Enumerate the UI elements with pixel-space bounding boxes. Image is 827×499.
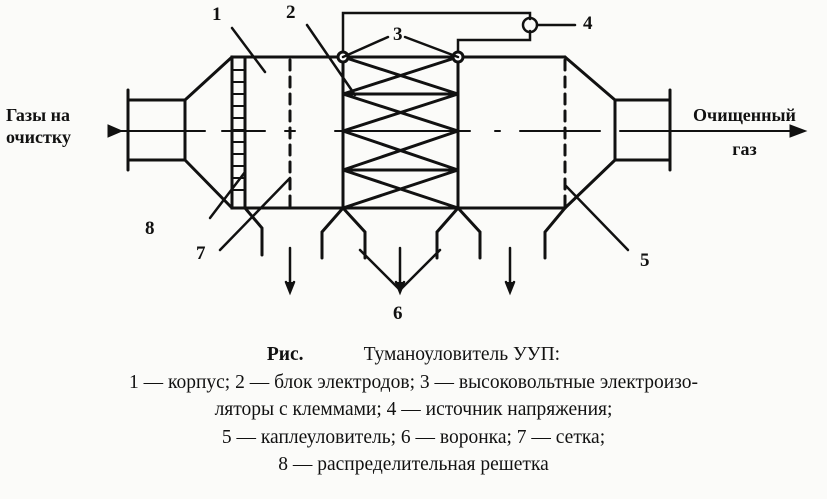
inlet-label-line1: Газы на bbox=[6, 105, 71, 125]
label-1: 1 bbox=[212, 4, 222, 25]
label-4: 4 bbox=[583, 13, 593, 34]
caption-line-3: 5 — каплеуловитель; 6 — воронка; 7 — сет… bbox=[221, 426, 606, 448]
outlet-pipe bbox=[563, 55, 672, 210]
inlet-label-line2: очистку bbox=[6, 127, 72, 147]
label-8: 8 bbox=[145, 218, 155, 239]
inlet-label: Газы на очистку bbox=[6, 104, 71, 148]
leader-lines bbox=[208, 23, 630, 292]
caption-line-4: 8 — распределительная решетка bbox=[278, 454, 549, 475]
wire bbox=[341, 11, 532, 54]
electrode-block bbox=[341, 55, 460, 210]
label-2: 2 bbox=[286, 2, 296, 23]
outlet-arrow-icon bbox=[789, 124, 808, 138]
caption-prefix: Рис. bbox=[266, 344, 304, 365]
outlet-label: Очищенный газ bbox=[682, 104, 807, 160]
caption-line-2: ляторы с клеммами; 4 — источник напряжен… bbox=[214, 399, 613, 420]
caption-title: Тумано­уловитель УУП: bbox=[363, 344, 561, 365]
mist-eliminator-diagram bbox=[107, 11, 808, 296]
caption-line-1: 1 — корпус; 2 — блок электродов; 3 — выс… bbox=[128, 371, 698, 393]
label-3: 3 bbox=[393, 24, 403, 45]
label-7: 7 bbox=[196, 243, 206, 264]
inlet-pipe bbox=[126, 55, 234, 210]
outlet-label-line2: газ bbox=[732, 139, 757, 159]
outlet-label-line1: Очищенный bbox=[693, 105, 796, 125]
inlet-arrow-icon bbox=[107, 124, 124, 138]
label-6: 6 bbox=[393, 303, 403, 324]
figure-caption: Рис. Тумано­уловитель УУП: 1 — корпус; 2 … bbox=[0, 341, 827, 479]
housing bbox=[230, 55, 567, 210]
label-5: 5 bbox=[640, 250, 650, 271]
drain-arrows bbox=[284, 246, 516, 296]
distribution-grid bbox=[230, 55, 247, 210]
funnels bbox=[243, 206, 567, 260]
